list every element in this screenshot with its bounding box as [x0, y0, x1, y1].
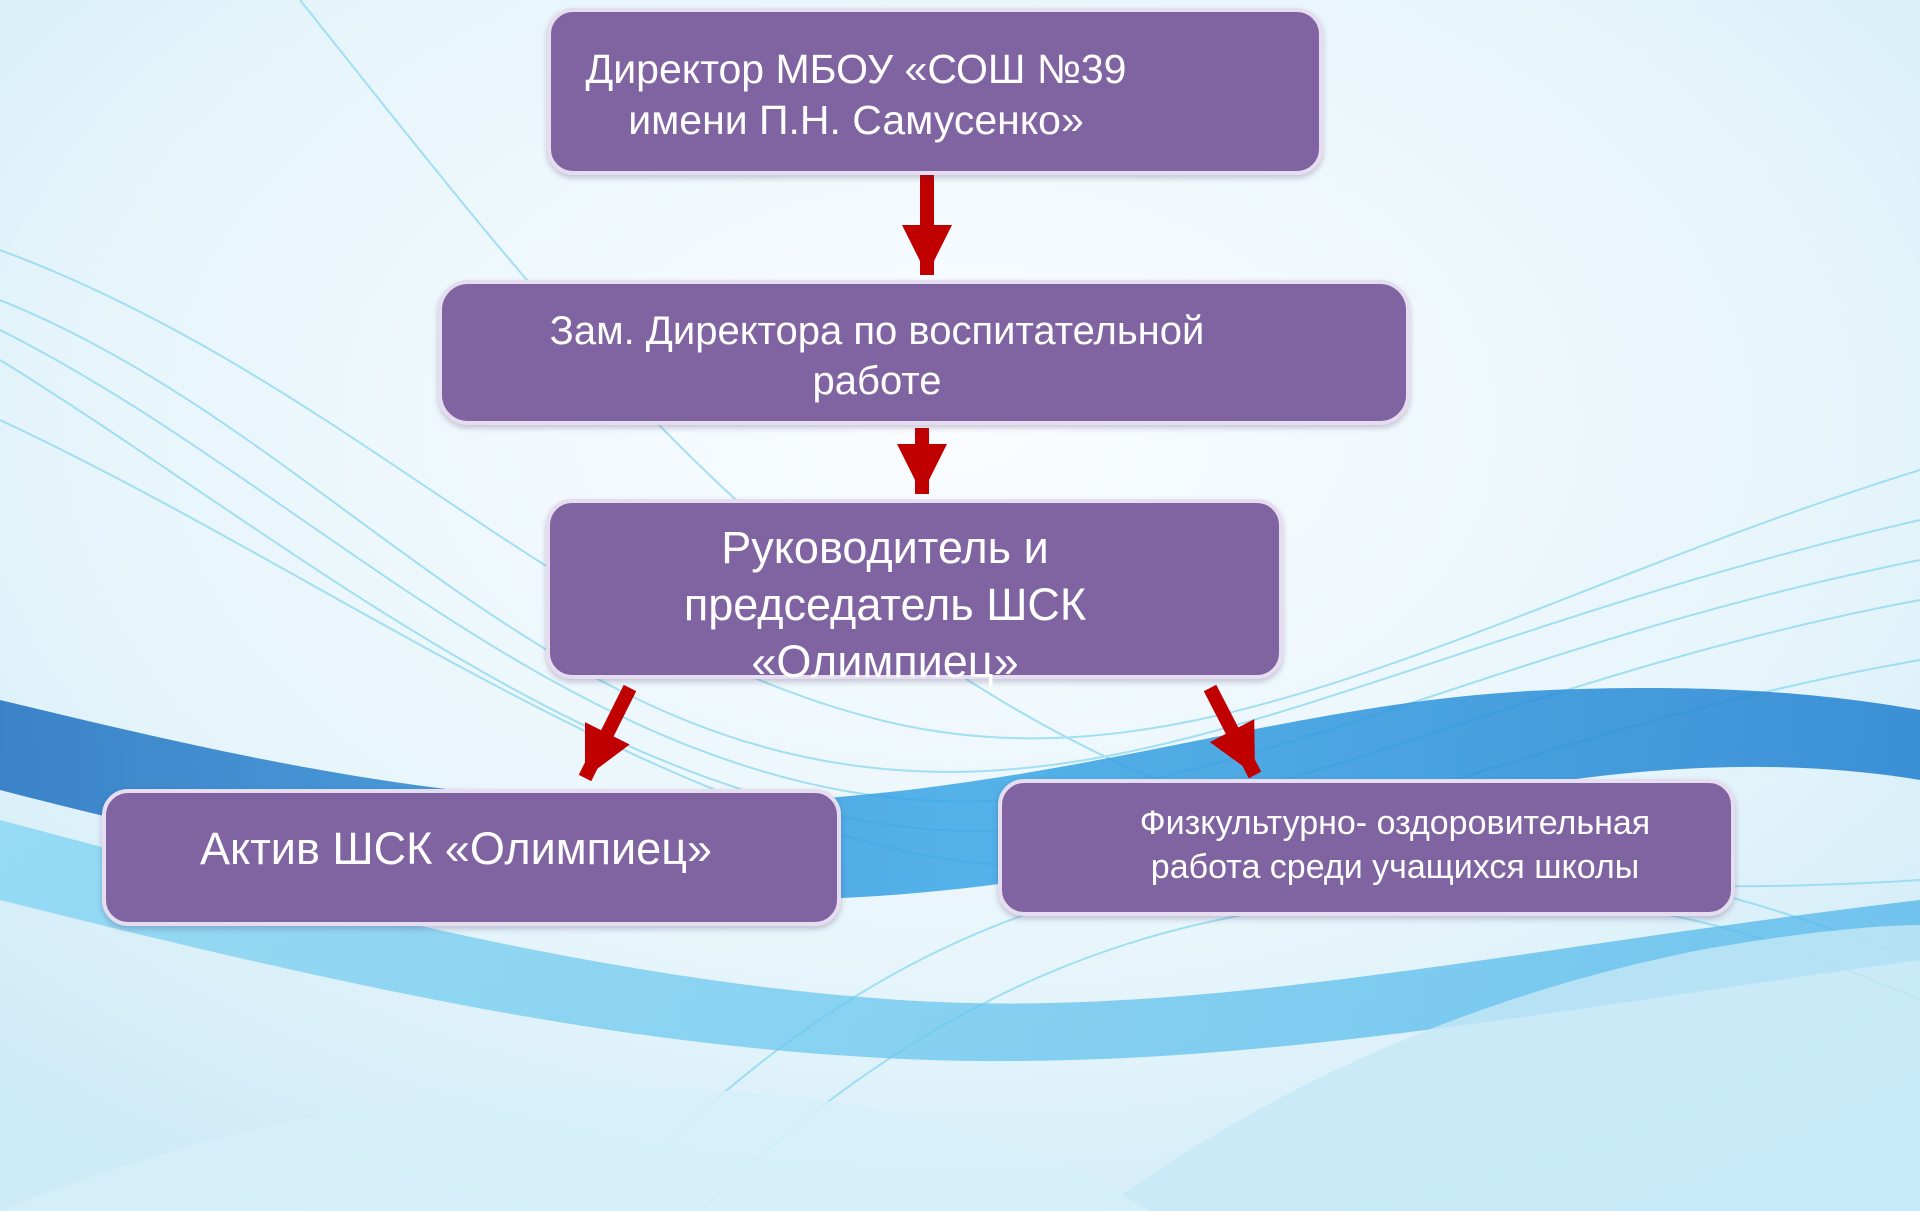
node-club-head: Руководитель и председатель ШСК «Олимпие…: [546, 499, 1283, 687]
node-director: Директор МБОУ «СОШ №39 имени П.Н. Самусе…: [547, 8, 1323, 175]
node-club-head-label: Руководитель и председатель ШСК «Олимпие…: [683, 522, 1087, 687]
node-fitness-work: Физкультурно- оздоровительная работа сре…: [998, 779, 1735, 916]
node-club-activ: Актив ШСК «Олимпиец»: [102, 789, 841, 926]
node-club-activ-label: Актив ШСК «Олимпиец»: [199, 823, 712, 874]
arrow-head-to-fitness: [1203, 684, 1262, 779]
arrow-head-to-activ: [578, 684, 637, 782]
node-deputy-director: Зам. Директора по воспитательной работе: [438, 280, 1410, 425]
node-director-label: Директор МБОУ «СОШ №39 имени П.Н. Самусе…: [585, 46, 1127, 143]
node-fitness-work-label: Физкультурно- оздоровительная работа сре…: [1139, 804, 1651, 886]
node-deputy-director-label: Зам. Директора по воспитательной работе: [549, 309, 1205, 403]
